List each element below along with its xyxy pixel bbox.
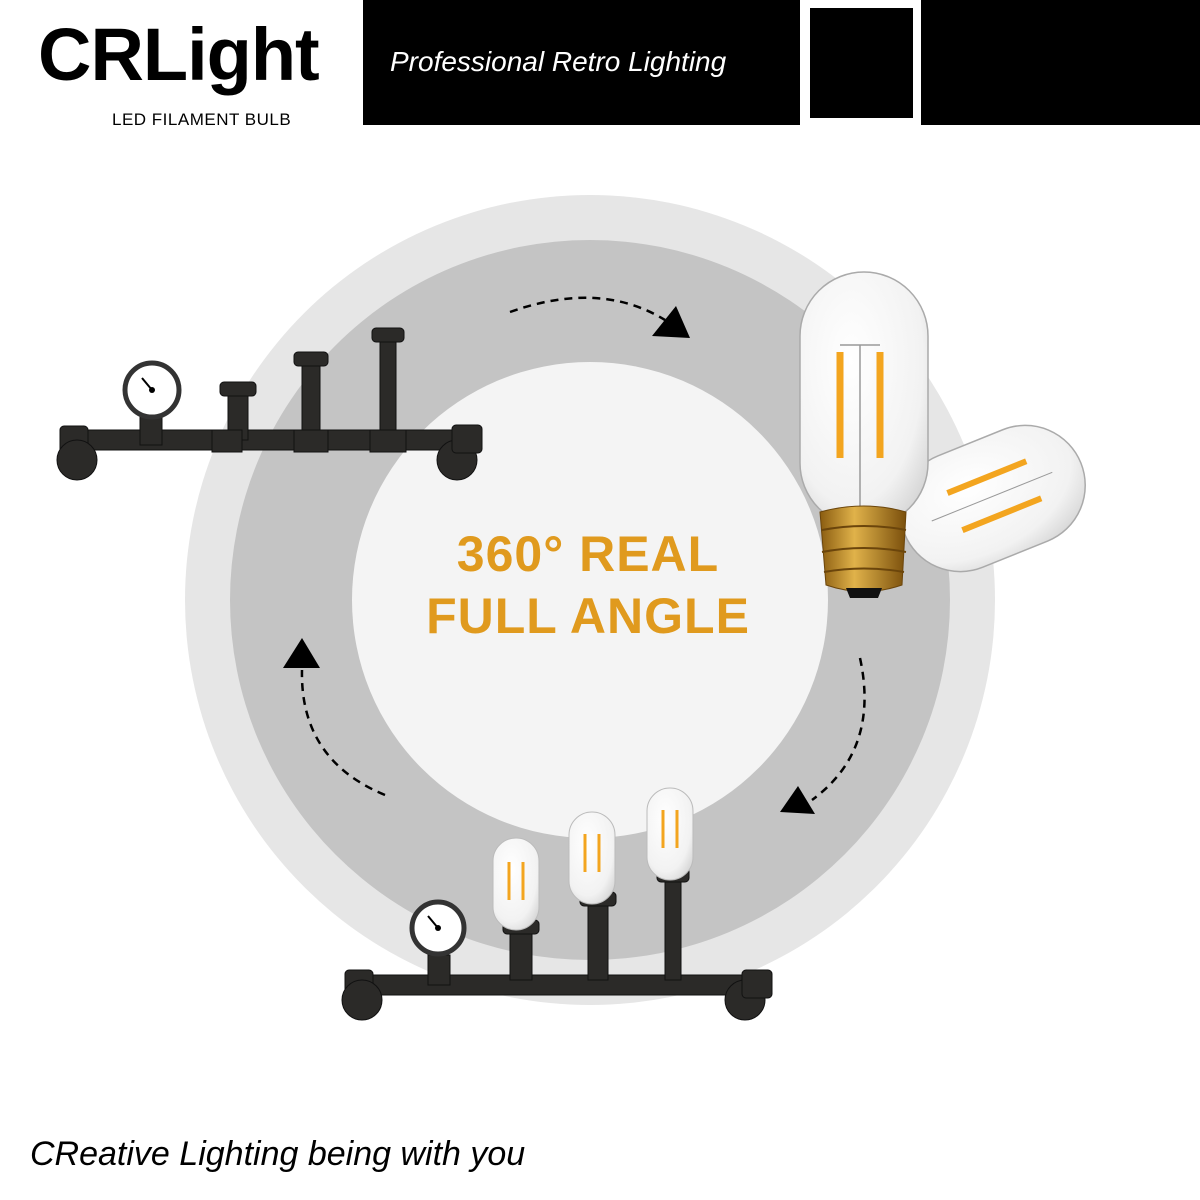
- pipe-lamp-icon: [56, 327, 483, 481]
- tagline-text: Professional Retro Lighting: [390, 46, 727, 77]
- rotation-arrow-icon: [780, 657, 866, 814]
- rotation-arrow-icon: [283, 638, 386, 797]
- footer-slogan: CReative Lighting being with you: [30, 1135, 526, 1173]
- led-bulb-icon: [799, 271, 929, 598]
- brand-subtitle: LED FILAMENT BULB: [112, 110, 292, 129]
- pressure-gauge-icon: [409, 899, 467, 957]
- pressure-gauge-icon: [122, 360, 182, 420]
- rotation-arrow-icon: [509, 296, 690, 338]
- decorative-block: [921, 0, 1200, 125]
- led-bulb-icon: [646, 787, 694, 881]
- led-bulb-icon: [568, 811, 616, 905]
- center-disc: [352, 362, 828, 838]
- led-bulb-icon: [492, 837, 540, 931]
- headline-line-2: FULL ANGLE: [426, 588, 750, 644]
- headline-line-1: 360° REAL: [456, 526, 720, 582]
- brand-logo-title: CRLight: [38, 13, 320, 96]
- tagline-banner: [363, 0, 800, 125]
- decorative-block: [810, 8, 913, 118]
